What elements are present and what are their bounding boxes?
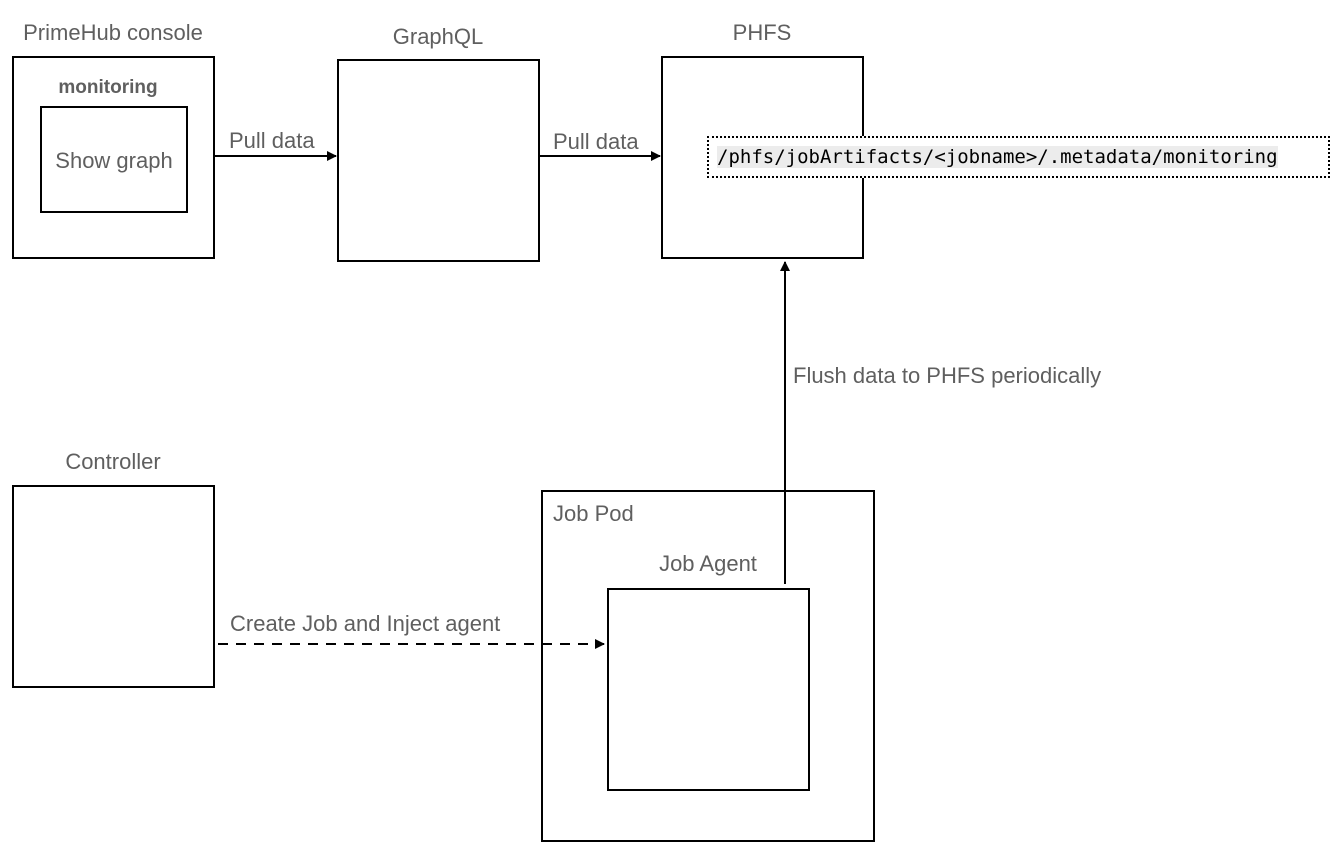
phfs-path-text: /phfs/jobArtifacts/<jobname>/.metadata/m… xyxy=(717,146,1278,168)
edge-label-console-to-graphql: Pull data xyxy=(229,128,315,153)
graphql-title: GraphQL xyxy=(392,24,484,49)
console-title: PrimeHub console xyxy=(23,20,203,45)
controller-node xyxy=(12,485,215,688)
console-node xyxy=(12,56,215,259)
show-graph-node xyxy=(40,106,188,213)
graphql-node xyxy=(337,59,540,262)
edge-label-agent-to-phfs: Flush data to PHFS periodically xyxy=(793,363,1102,388)
phfs-path-annotation: /phfs/jobArtifacts/<jobname>/.metadata/m… xyxy=(707,136,1330,178)
controller-title: Controller xyxy=(65,449,161,474)
phfs-title: PHFS xyxy=(732,20,792,45)
show-graph-label: Show graph xyxy=(55,148,173,173)
monitoring-title: monitoring xyxy=(58,77,158,98)
job-pod-node xyxy=(541,490,875,842)
edge-label-graphql-to-phfs: Pull data xyxy=(553,129,639,154)
job-agent-title: Job Agent xyxy=(659,551,757,576)
job-agent-node xyxy=(607,588,810,791)
job-pod-title: Job Pod xyxy=(553,501,634,526)
edge-label-controller-to-agent: Create Job and Inject agent xyxy=(230,611,501,636)
